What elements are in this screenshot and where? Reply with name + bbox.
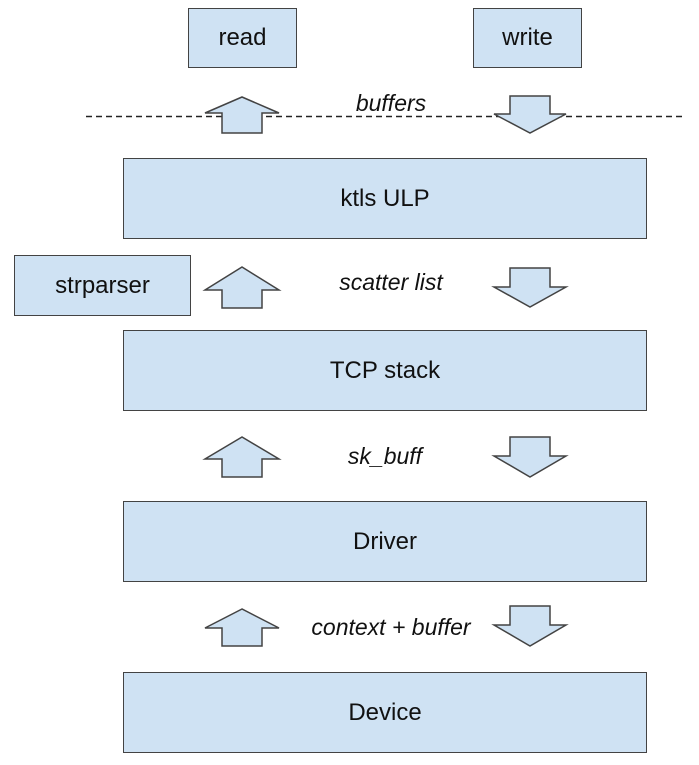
down-arrow-context-buffer	[491, 605, 569, 647]
context-buffer-label: context + buffer	[311, 614, 471, 640]
read-label: read	[218, 24, 267, 51]
up-arrow-scatter-list	[202, 266, 282, 309]
sk-buff-label: sk_buff	[347, 443, 423, 469]
up-arrow-buffers	[204, 96, 280, 134]
driver-label: Driver	[353, 527, 417, 555]
strparser-label: strparser	[55, 271, 150, 299]
tcp-stack-label: TCP stack	[329, 356, 441, 384]
tcp-stack-box: TCP stack	[123, 330, 647, 411]
down-arrow-scatter-list	[491, 267, 569, 308]
device-box: Device	[123, 672, 647, 753]
buffers-label: buffers	[355, 90, 427, 116]
up-arrow-sk-buff	[202, 436, 282, 478]
ktls-ulp-box: ktls ULP	[123, 158, 647, 239]
write-box: write	[473, 8, 582, 68]
read-box: read	[188, 8, 297, 68]
write-label: write	[502, 24, 553, 51]
driver-box: Driver	[123, 501, 647, 582]
scatter-list-label: scatter list	[339, 269, 443, 295]
down-arrow-buffers	[493, 95, 567, 134]
device-label: Device	[348, 698, 422, 726]
down-arrow-sk-buff	[491, 436, 569, 478]
up-arrow-context-buffer	[204, 608, 280, 647]
ktls-ulp-label: ktls ULP	[340, 184, 430, 212]
strparser-box: strparser	[14, 255, 191, 316]
